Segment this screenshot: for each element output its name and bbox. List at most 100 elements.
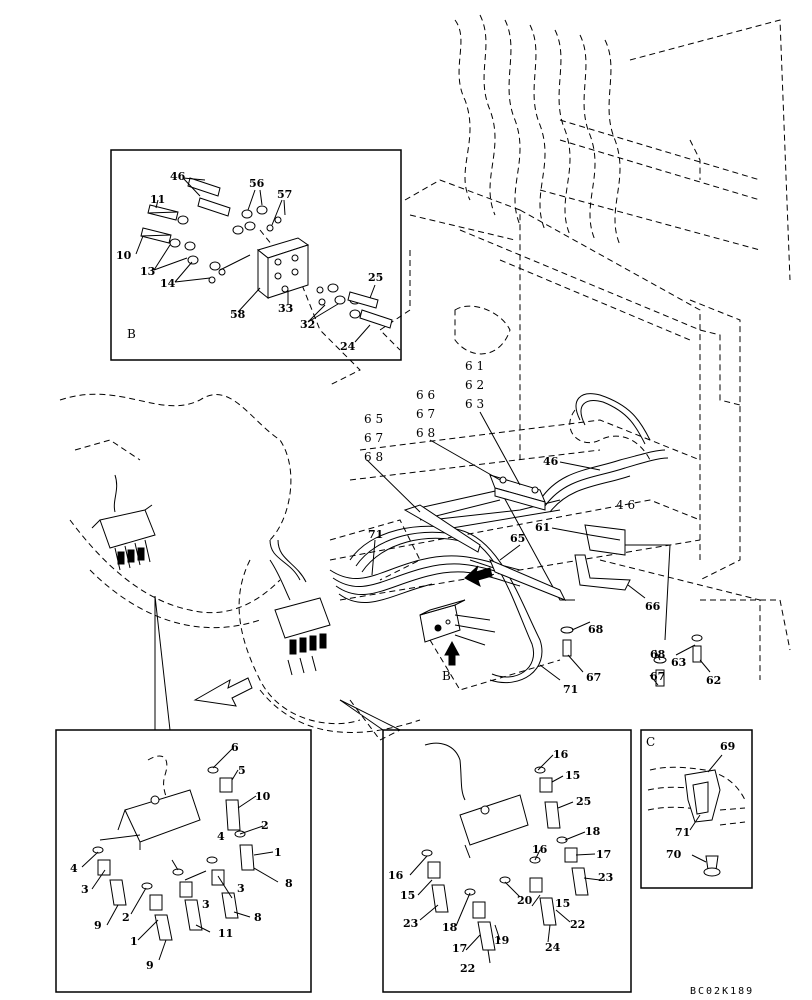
callout-15-a: 15 [565, 769, 580, 782]
callout-33: 33 [278, 302, 293, 315]
callout-6: 6 [231, 741, 239, 754]
label-66: 6 6 [416, 388, 435, 402]
callout-71-b: 71 [563, 683, 578, 696]
callout-19: 19 [494, 934, 509, 947]
callout-46-b: 46 [170, 170, 186, 183]
inset-left-frame [55, 729, 312, 993]
main-leaders [366, 411, 711, 686]
label-68-b: 6 8 [416, 426, 435, 440]
callout-57: 57 [277, 188, 292, 201]
callout-68-b: 68 [650, 648, 666, 661]
callout-9-a: 9 [94, 919, 102, 932]
inset-view-c [640, 729, 753, 889]
callout-18-b: 18 [442, 921, 458, 934]
callout-70: 70 [666, 848, 682, 861]
inset-left-labels: 6 5 10 2 1 4 3 8 2 4 3 9 8 1 11 9 3 [70, 741, 293, 972]
callout-67-b: 67 [650, 670, 665, 683]
label-63: 6 3 [465, 397, 484, 411]
callout-15-b: 15 [400, 889, 415, 902]
callout-71-c: 71 [675, 826, 690, 839]
callout-9-b: 9 [146, 959, 154, 972]
callout-10-b: 10 [116, 249, 132, 262]
label-62: 6 2 [465, 378, 484, 392]
callout-5: 5 [238, 764, 246, 777]
callout-25-m: 25 [576, 795, 591, 808]
callout-17-a: 17 [596, 848, 611, 861]
inset-left-joystick [55, 595, 312, 993]
callout-23-a: 23 [598, 871, 613, 884]
callout-11-b: 11 [150, 193, 165, 206]
callout-2-a: 2 [261, 819, 269, 832]
callout-23-b: 23 [403, 917, 418, 930]
callout-3-b: 3 [237, 882, 245, 895]
machine-outline [59, 14, 791, 741]
inset-right-frame [382, 729, 632, 993]
callout-16-c: 16 [388, 869, 404, 882]
callout-4-a: 4 [70, 862, 78, 875]
callout-58: 58 [230, 308, 246, 321]
callout-4-b: 4 [217, 830, 225, 843]
callout-11-l: 11 [218, 927, 233, 940]
callout-8-b: 8 [254, 911, 262, 924]
view-c-arrow [464, 565, 493, 588]
callout-1-a: 1 [274, 846, 282, 859]
callout-2-b: 2 [122, 911, 130, 924]
callout-56: 56 [249, 177, 265, 190]
view-b-title: B [127, 327, 136, 341]
inset-view-b [110, 149, 402, 361]
inset-b-labels: 46 56 57 11 10 13 14 58 33 32 25 24 B [116, 170, 383, 353]
callout-10-l: 10 [255, 790, 271, 803]
callout-17-b: 17 [452, 942, 467, 955]
callout-69: 69 [720, 740, 735, 753]
stacked-labels: 6 5 6 7 6 8 6 6 6 7 6 8 6 1 6 2 6 3 4 6 [364, 359, 635, 512]
callout-62: 62 [706, 674, 721, 687]
callout-3-c: 3 [202, 898, 210, 911]
joystick-left-main [91, 474, 156, 571]
callout-3-a: 3 [81, 883, 89, 896]
callout-20: 20 [517, 894, 533, 907]
view-b-arrow [444, 640, 460, 666]
callout-18-a: 18 [585, 825, 601, 838]
inset-c-labels: C 69 71 70 [646, 735, 735, 861]
brackets [403, 474, 631, 646]
inset-b-frame [110, 149, 402, 361]
label-67-b: 6 7 [416, 407, 435, 421]
callout-63: 63 [671, 656, 686, 669]
view-c-title: C [646, 735, 655, 749]
callout-67-a: 67 [586, 671, 601, 684]
callout-16-b: 16 [532, 843, 548, 856]
callout-61: 61 [535, 521, 550, 534]
arrow-b-label: B [442, 669, 451, 683]
label-46-b: 4 6 [616, 498, 635, 512]
label-67-a: 6 7 [364, 431, 383, 445]
label-61: 6 1 [465, 359, 484, 373]
callout-65: 65 [510, 532, 525, 545]
label-65: 6 5 [364, 412, 383, 426]
callout-71-a: 71 [368, 528, 383, 541]
callout-15-c: 15 [555, 897, 570, 910]
inset-c-frame [640, 729, 753, 889]
callout-14: 14 [160, 277, 176, 290]
callout-25-b: 25 [368, 271, 383, 284]
callout-66: 66 [645, 600, 661, 613]
callout-8-a: 8 [285, 877, 293, 890]
callout-13: 13 [140, 265, 155, 278]
callout-16-a: 16 [553, 748, 569, 761]
callout-24-m: 24 [545, 941, 561, 954]
main-labels: 46 61 65 71 68 67 71 66 68 67 63 62 C B [368, 455, 721, 696]
arrow-c-label: C [480, 567, 489, 581]
callout-22-a: 22 [570, 918, 585, 931]
callout-68-a: 68 [588, 623, 604, 636]
front-direction-arrow [193, 677, 253, 707]
callout-22-b: 22 [460, 962, 475, 975]
callout-1-b: 1 [130, 935, 138, 948]
callout-24-b: 24 [340, 340, 356, 353]
inset-right-labels: 16 15 25 18 16 17 16 15 23 20 15 23 18 2… [388, 748, 613, 975]
joystick-right-main [269, 559, 331, 676]
callout-32: 32 [300, 318, 315, 331]
drawing-code: BC02K189 [690, 986, 754, 997]
inset-right-joystick [339, 699, 632, 993]
callout-46-main: 46 [543, 455, 559, 468]
label-68-a: 6 8 [364, 450, 383, 464]
